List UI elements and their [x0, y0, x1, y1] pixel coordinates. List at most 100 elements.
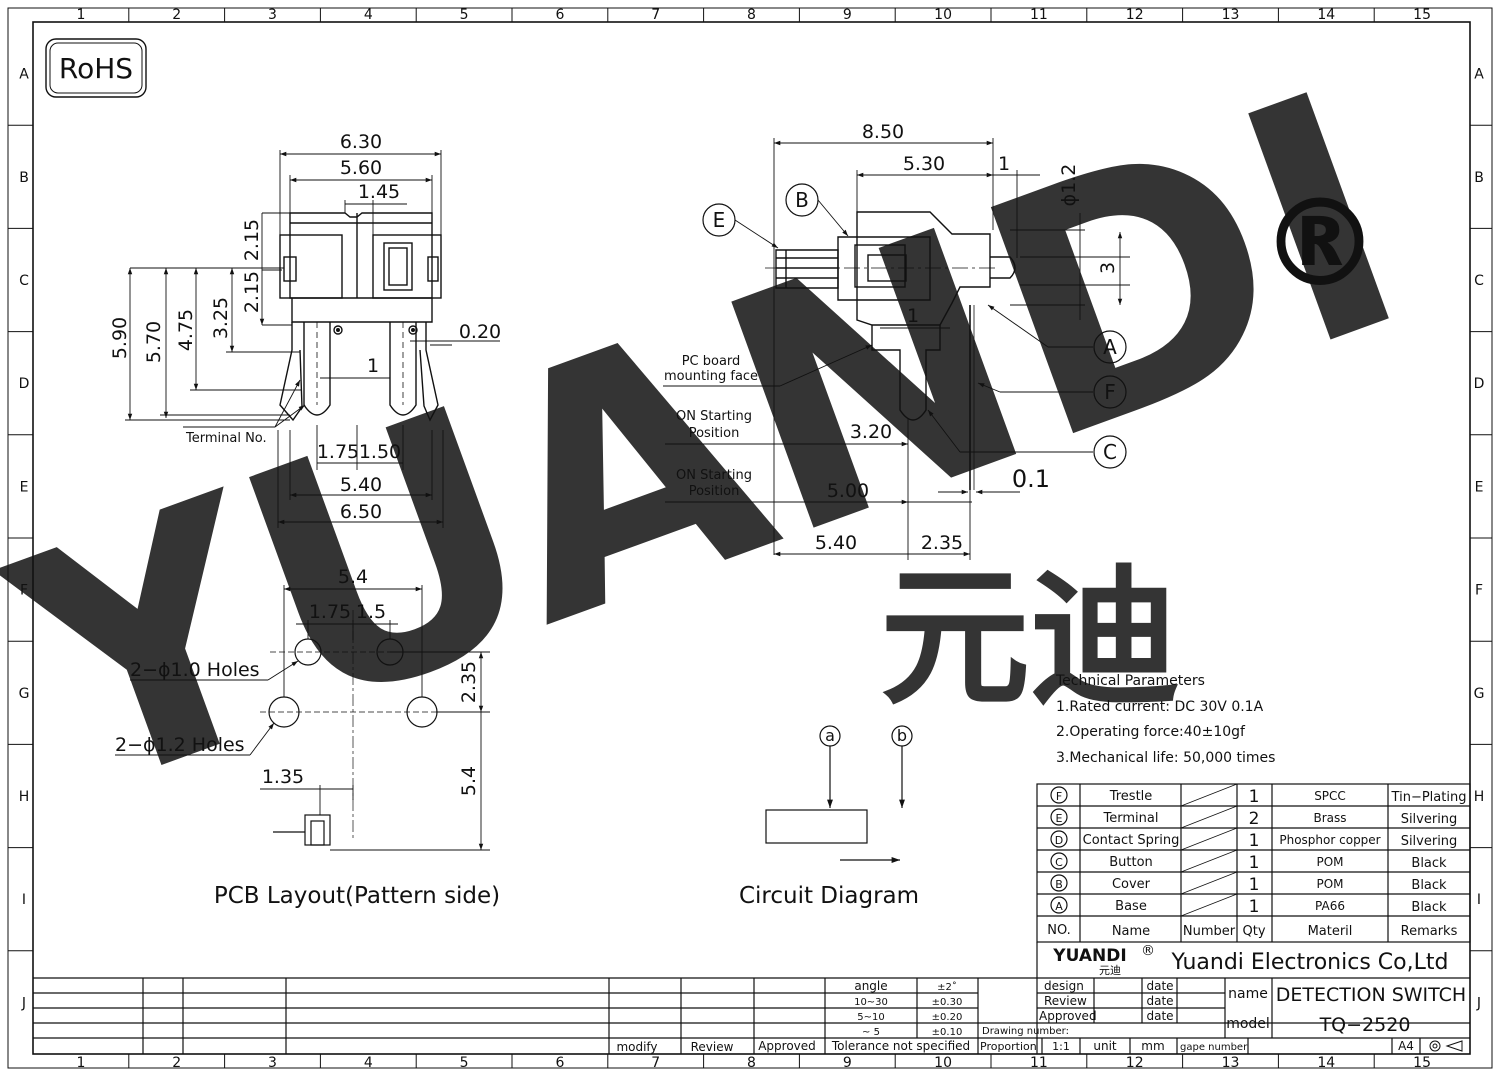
parts-table-grid: [1036, 783, 1471, 943]
tb-design: design: [1044, 979, 1084, 993]
hdr-remarks: Remarks: [1401, 924, 1458, 939]
pcb-layout-dimensions: [115, 585, 490, 851]
projection-symbol-icon: [1429, 1040, 1463, 1052]
dim-phi-1-2: ϕ1.2: [1058, 164, 1080, 207]
dim-8-50: 8.50: [862, 121, 904, 143]
grid-col-label: 1: [76, 7, 85, 23]
side-view-text: E B A F C 8.50 5.30 1 ϕ1.2 3 1 3.20 5.00…: [664, 121, 1119, 554]
grid-row-label: A: [19, 67, 29, 83]
grid-col-label: 13: [1222, 7, 1240, 23]
rev-tolerance: Tolerance not specified: [831, 1039, 970, 1053]
part-mark: C: [1055, 856, 1063, 869]
grid-column-labels: 1122334455667788991010111112121313141415…: [76, 7, 1431, 1071]
grid-col-label: 14: [1317, 1055, 1335, 1071]
part-mark: F: [1056, 790, 1062, 803]
tb-model-label: model: [1226, 1016, 1270, 1032]
dim-1-50: 1.50: [359, 441, 401, 463]
terminal-a-label: a: [825, 726, 835, 745]
dim-2-15-b: 2.15: [241, 271, 263, 313]
grid-col-label: 6: [555, 1055, 564, 1071]
dim-5-60: 5.60: [340, 157, 382, 179]
grid-col-label: 12: [1126, 7, 1144, 23]
grid-row-label: D: [1474, 376, 1485, 392]
tech-line-2: 2.Operating force:40±10gf: [1056, 724, 1246, 740]
grid-col-label: 5: [460, 7, 469, 23]
callout-e: C: [1103, 440, 1117, 464]
title-block-grid: [33, 942, 1470, 1054]
part-material: PA66: [1315, 899, 1345, 913]
grid-row-label: H: [19, 789, 30, 805]
part-name: Base: [1115, 899, 1147, 914]
tb-unit: unit: [1093, 1039, 1117, 1053]
rev-angle: angle: [854, 979, 887, 993]
part-qty: 1: [1249, 831, 1260, 851]
side-view: [765, 211, 1016, 490]
grid-row-label: I: [22, 892, 26, 908]
grid-row-label: G: [19, 686, 30, 702]
dim-1-45: 1.45: [358, 181, 400, 203]
part-material: POM: [1316, 877, 1343, 891]
tb-scale: 1:1: [1052, 1040, 1070, 1053]
grid-col-label: 12: [1126, 1055, 1144, 1071]
rev-modify: modify: [616, 1040, 657, 1054]
dim-1-75: 1.75: [317, 441, 359, 463]
grid-col-label: 1: [76, 1055, 85, 1071]
dim-5-90: 5.90: [109, 317, 131, 359]
on-start-1a: ON Starting: [676, 409, 752, 424]
part-mark: E: [1056, 812, 1063, 825]
dim-1-top: 1: [998, 153, 1010, 175]
part-remarks: Black: [1411, 856, 1447, 871]
pcb-layout-title: PCB Layout(Pattern side): [214, 883, 500, 909]
part-remarks: Silvering: [1401, 812, 1458, 827]
rev-r1: 10~30: [854, 997, 888, 1008]
tech-line-1: 1.Rated current: DC 30V 0.1A: [1056, 699, 1264, 715]
tb-proportion: Proportion: [980, 1040, 1037, 1053]
hdr-no: NO.: [1047, 923, 1071, 938]
technical-parameters: Technical Parameters 1.Rated current: DC…: [1055, 673, 1275, 766]
dim-5-40: 5.40: [340, 474, 382, 496]
pc-board-label-1: PC board: [682, 354, 741, 369]
on-start-2a: ON Starting: [676, 468, 752, 483]
tb-logo-cjk: 元迪: [1099, 964, 1121, 977]
part-material: SPCC: [1314, 789, 1346, 803]
grid-row-label: A: [1474, 67, 1484, 83]
on-start-1b: Position: [689, 426, 740, 441]
dim-0-1: 0.1: [1012, 465, 1050, 493]
dim-3: 3: [1097, 262, 1119, 274]
grid-col-label: 8: [747, 1055, 756, 1071]
tb-name-label: name: [1228, 986, 1268, 1002]
rev-r3: ~ 5: [862, 1027, 880, 1038]
dim-6-30: 6.30: [340, 131, 382, 153]
pcb-dim-5-4-v: 5.4: [458, 766, 480, 796]
grid-row-label: J: [1476, 995, 1481, 1011]
part-qty: 2: [1249, 809, 1260, 829]
tech-heading: Technical Parameters: [1055, 673, 1205, 689]
dim-1-mid: 1: [907, 305, 919, 327]
part-mark: D: [1055, 834, 1063, 847]
part-remarks: Tin−Plating: [1391, 790, 1467, 805]
part-name: Contact Spring: [1083, 833, 1180, 848]
part-name: Cover: [1112, 877, 1151, 892]
side-view-callouts: [702, 183, 1127, 469]
hdr-qty: Qty: [1242, 924, 1265, 939]
grid-row-label: E: [20, 479, 29, 495]
dim-5-00: 5.00: [827, 480, 869, 502]
grid-row-label: I: [1477, 892, 1481, 908]
grid-row-label: F: [20, 583, 28, 599]
grid-col-label: 13: [1222, 1055, 1240, 1071]
pcb-dim-5-4: 5.4: [338, 566, 368, 588]
grid-row-label: J: [21, 995, 26, 1011]
grid-col-label: 8: [747, 7, 756, 23]
part-qty: 1: [1249, 853, 1260, 873]
terminal-no-label: Terminal No.: [185, 431, 267, 446]
pcb-dim-2-35: 2.35: [458, 661, 480, 703]
dim-2-15-a: 2.15: [241, 219, 263, 261]
dim-0-20: 0.20: [459, 321, 501, 343]
on-start-2b: Position: [689, 484, 740, 499]
front-view-dimensions: [125, 150, 500, 528]
pcb-layout-text: 5.4 1.75 1.5 2.35 5.4 1.35 2−ϕ1.0 Holes …: [115, 566, 500, 909]
tb-logo: YUANDI: [1052, 946, 1126, 966]
tb-unit-value: mm: [1141, 1039, 1164, 1053]
